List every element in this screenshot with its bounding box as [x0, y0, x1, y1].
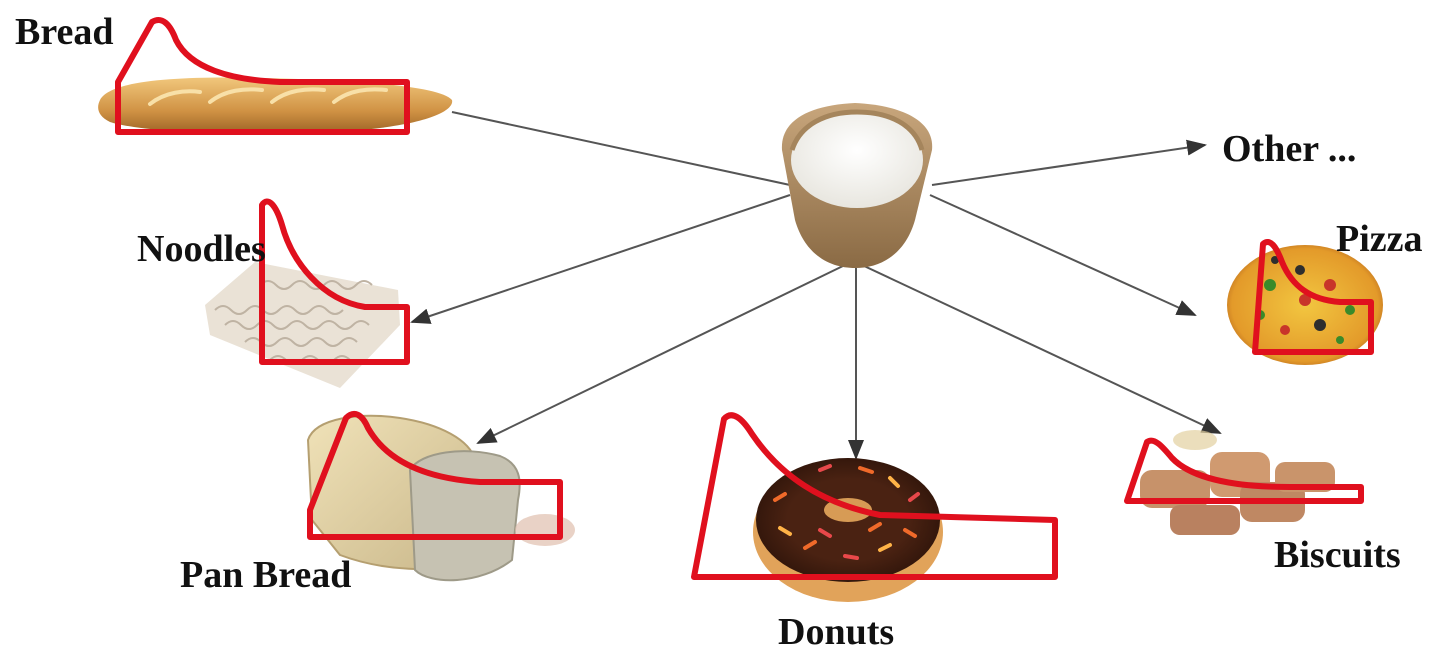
highlight-donuts [691, 412, 1058, 580]
highlight-pan-bread [307, 410, 563, 540]
arrow-to-other [931, 139, 1207, 186]
label-donuts: Donuts [778, 611, 895, 653]
baguette-icon [98, 77, 453, 134]
highlight-annotations [115, 17, 1374, 580]
label-noodles: Noodles [137, 228, 266, 270]
highlight-biscuits [1124, 437, 1364, 504]
arrows [410, 111, 1222, 460]
highlight-pizza [1252, 239, 1374, 355]
label-other: Other ... [1222, 128, 1357, 170]
arrow-to-pizza [929, 194, 1197, 316]
chocolate-donut-icon [753, 458, 943, 602]
highlight-bread [115, 17, 410, 135]
label-pan-bread: Pan Bread [180, 554, 352, 596]
label-bread: Bread [15, 11, 114, 53]
instant-noodles-icon [205, 262, 400, 388]
arrow-to-noodles [410, 194, 791, 324]
highlight-noodles [259, 198, 410, 365]
arrow-to-bread [451, 111, 791, 186]
arrow-to-biscuits [861, 264, 1222, 434]
flour-bowl-icon [781, 103, 933, 268]
label-pizza: Pizza [1336, 218, 1423, 260]
label-biscuits: Biscuits [1274, 534, 1401, 576]
arrow-to-pan-bread [476, 264, 846, 444]
